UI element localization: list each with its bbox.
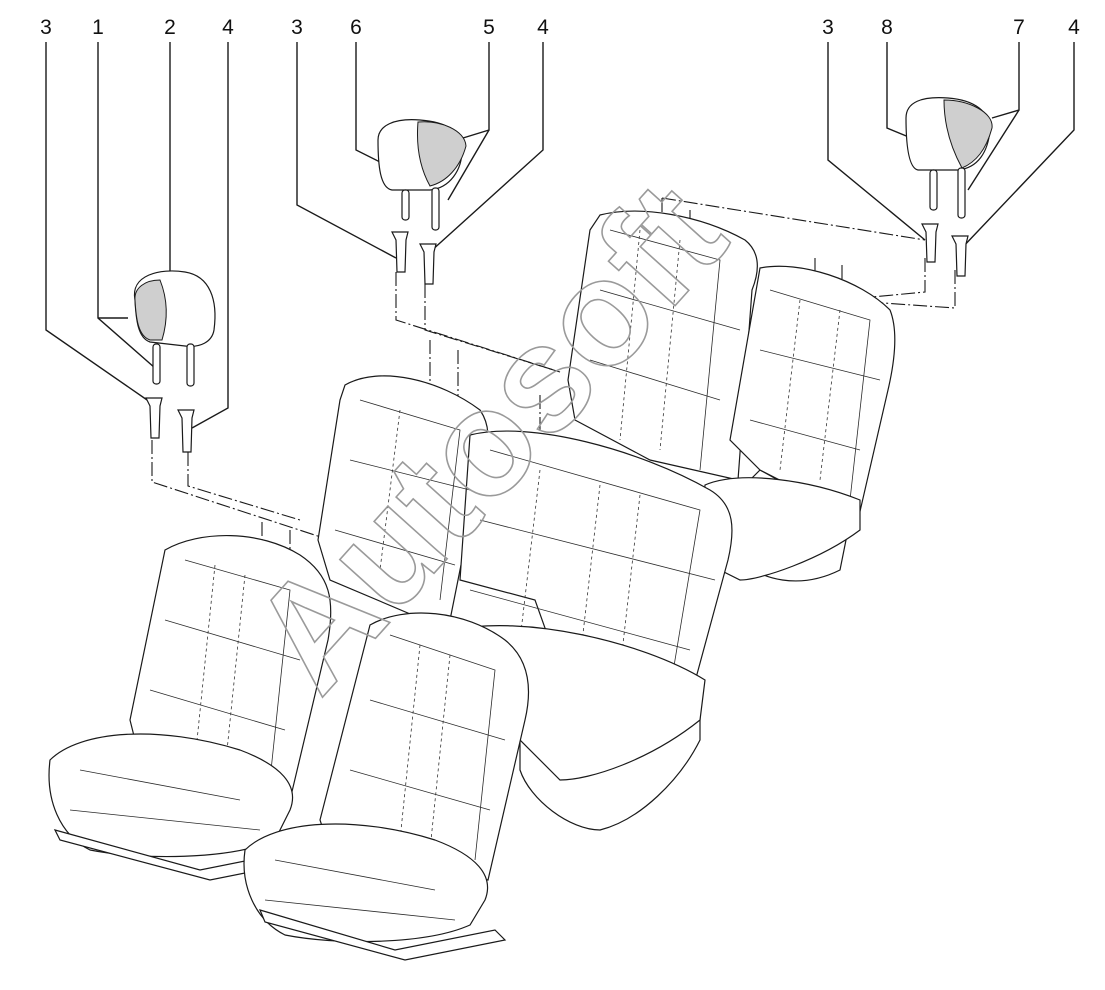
callout-middle-bushing-b: 4 xyxy=(537,16,549,39)
callout-left-bushing-a: 3 xyxy=(40,16,52,39)
callout-left-headrest: 2 xyxy=(164,16,176,39)
headrest-right xyxy=(905,97,993,219)
rear-seat-second-row xyxy=(317,375,733,831)
callout-left-cover: 1 xyxy=(92,16,104,39)
callout-middle-bushing-a: 3 xyxy=(291,16,303,39)
headrest-middle xyxy=(377,119,467,231)
callout-right-bushing-b: 4 xyxy=(1068,16,1080,39)
callout-right-cover: 7 xyxy=(1013,16,1025,39)
leader-lines xyxy=(45,42,1075,429)
headrest-left-cover xyxy=(134,279,167,341)
bushings-left xyxy=(145,397,195,453)
callout-right-bushing-a: 3 xyxy=(822,16,834,39)
callout-middle-headrest: 6 xyxy=(350,16,362,39)
callout-group-left: 3 1 2 4 xyxy=(40,16,234,39)
callout-left-bushing-b: 4 xyxy=(222,16,234,39)
headrest-right-cover xyxy=(943,99,993,169)
rear-seat-third-row xyxy=(567,210,896,582)
headrest-left xyxy=(133,270,216,387)
callout-middle-cover: 5 xyxy=(483,16,495,39)
callout-group-right: 3 8 7 4 xyxy=(822,16,1080,39)
callout-group-middle: 3 6 5 4 xyxy=(291,16,549,39)
callout-right-headrest: 8 xyxy=(881,16,893,39)
front-seat-passenger xyxy=(243,612,530,961)
bushings-middle xyxy=(391,231,437,285)
headrest-middle-cover xyxy=(417,121,467,187)
bushings-right xyxy=(921,223,969,277)
